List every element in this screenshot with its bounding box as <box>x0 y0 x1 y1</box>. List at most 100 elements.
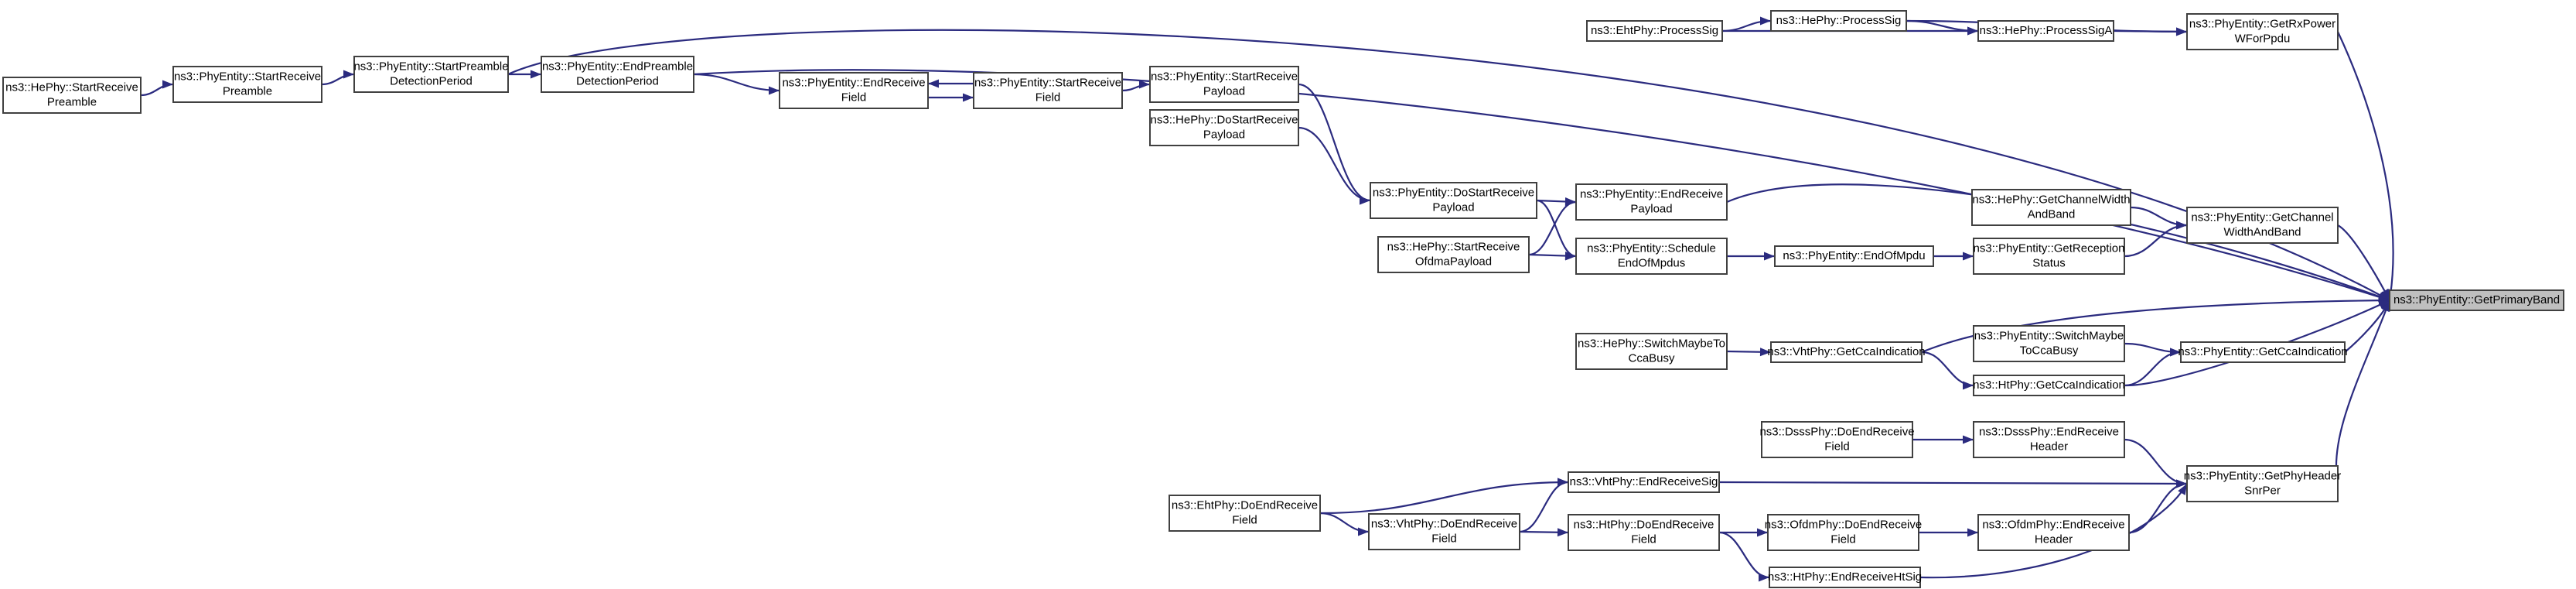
graph-node[interactable]: ns3::PhyEntity::EndPreambleDetectionPeri… <box>541 56 694 93</box>
node-box <box>1973 238 2125 275</box>
call-edge <box>693 69 2390 302</box>
node-box <box>1767 514 1919 551</box>
call-edge <box>1319 481 1569 515</box>
node-box <box>172 66 322 103</box>
node-box <box>1977 514 2130 551</box>
node-box <box>353 56 509 93</box>
node-box <box>1575 238 1728 275</box>
call-edge <box>2337 224 2390 301</box>
node-box <box>1149 109 1299 146</box>
edge-arrowhead <box>1963 381 1974 390</box>
edge-arrowhead <box>1759 348 1771 357</box>
edge-arrowhead <box>2176 221 2187 230</box>
graph-node[interactable]: ns3::PhyEntity::StartPreambleDetectionPe… <box>353 56 509 93</box>
node-box <box>1769 567 1921 588</box>
edge-arrowhead <box>2178 484 2187 495</box>
node-box <box>2186 465 2339 502</box>
node-box <box>1971 189 2131 226</box>
call-edge <box>507 29 2390 301</box>
edge-arrowhead <box>2382 300 2390 312</box>
graph-node[interactable]: ns3::HtPhy::EndReceiveHtSig <box>1768 567 1922 588</box>
node-box <box>1368 513 1520 550</box>
edge-arrowhead <box>1358 527 1369 536</box>
node-box <box>2186 207 2339 244</box>
node-box <box>1568 471 1720 493</box>
node-box <box>1586 20 1723 42</box>
call-edge <box>1298 83 1371 202</box>
call-edge <box>1718 531 1770 579</box>
node-box <box>1575 333 1728 370</box>
edge-arrowhead <box>2176 479 2187 488</box>
edge-arrowhead <box>343 70 354 79</box>
node-box <box>1973 421 2125 458</box>
edge-arrowhead <box>1360 196 1370 205</box>
node-box <box>1973 325 2125 362</box>
call-edge <box>1298 126 1371 202</box>
graph-node[interactable]: ns3::EhtPhy::ProcessSig <box>1586 20 1723 42</box>
edge-arrowhead <box>2170 348 2181 357</box>
node-box <box>1149 66 1299 103</box>
call-edge <box>2124 351 2182 387</box>
node-box <box>779 72 929 109</box>
call-edge <box>1718 481 2188 485</box>
graph-node[interactable]: ns3::HePhy::ProcessSigA <box>1977 20 2114 42</box>
edge-arrowhead <box>2378 300 2390 309</box>
edge-arrowhead <box>1967 26 1978 36</box>
edges-layer <box>140 16 2396 582</box>
graph-node[interactable]: ns3::PhyEntity::EndOfMpdu <box>1774 245 1934 267</box>
node-box <box>973 72 1123 109</box>
edge-arrowhead <box>1757 528 1768 537</box>
edge-arrowhead <box>1565 197 1576 207</box>
edge-arrowhead <box>1760 16 1771 26</box>
node-box <box>1770 341 1923 363</box>
node-box <box>2389 289 2564 311</box>
call-edge <box>2335 300 2391 485</box>
node-box <box>2180 341 2346 363</box>
edge-arrowhead <box>963 93 974 102</box>
call-edge <box>2113 29 2188 33</box>
call-edge <box>1921 351 1974 387</box>
graph-node[interactable]: ns3::HePhy::ProcessSig <box>1770 10 1907 32</box>
graph-node[interactable]: ns3::VhtPhy::GetCcaIndication <box>1767 341 1926 363</box>
node-box <box>1977 20 2114 42</box>
edge-arrowhead <box>2380 289 2390 300</box>
edge-arrowhead <box>1764 252 1775 261</box>
graph-node[interactable]: ns3::VhtPhy::EndReceiveSig <box>1568 471 1720 493</box>
edge-arrowhead <box>769 86 780 95</box>
node-box <box>1377 236 1530 273</box>
edge-arrowhead <box>162 80 173 89</box>
graph-node[interactable]: ns3::PhyEntity::GetCcaIndication <box>2178 341 2348 363</box>
edge-arrowhead <box>928 79 939 88</box>
graph-node-focus[interactable]: ns3::PhyEntity::GetPrimaryBand <box>2389 289 2564 311</box>
node-box <box>1973 375 2125 396</box>
edge-arrowhead <box>1963 435 1974 444</box>
call-edge <box>1921 299 2390 354</box>
graph-node[interactable]: ns3::HtPhy::GetCcaIndication <box>1973 375 2125 396</box>
